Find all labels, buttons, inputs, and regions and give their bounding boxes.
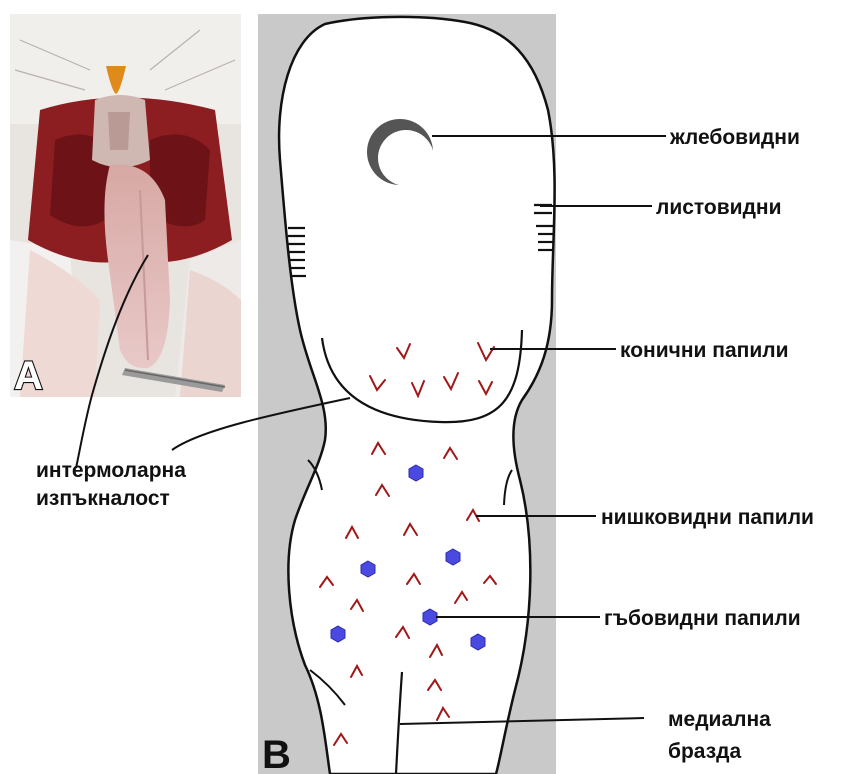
label-filiform: нишковидни папили (601, 506, 814, 529)
panel-b-letter: B (262, 733, 291, 774)
label-foliate: листовидни (656, 196, 782, 219)
label-intermolar-line2: изпъкналост (36, 487, 170, 510)
fungiform-papilla (423, 609, 437, 625)
fungiform-papilla (409, 465, 423, 481)
left-foliate-ridges (288, 228, 306, 276)
fungiform-papilla (471, 634, 485, 650)
fungiform-papilla (446, 549, 460, 565)
label-median-line2: бразда (668, 740, 742, 763)
label-median-line1: медиална (668, 708, 771, 731)
fungiform-papilla (331, 626, 345, 642)
panel-a-photo (10, 14, 241, 397)
label-fungiform: гъбовидни папили (604, 607, 801, 630)
label-intermolar-line1: интермоларна (36, 459, 186, 482)
label-conical: конични папили (620, 339, 788, 362)
panel-a-letter: A (14, 354, 43, 398)
label-vallate: жлебовидни (669, 126, 800, 149)
fungiform-papilla (361, 561, 375, 577)
